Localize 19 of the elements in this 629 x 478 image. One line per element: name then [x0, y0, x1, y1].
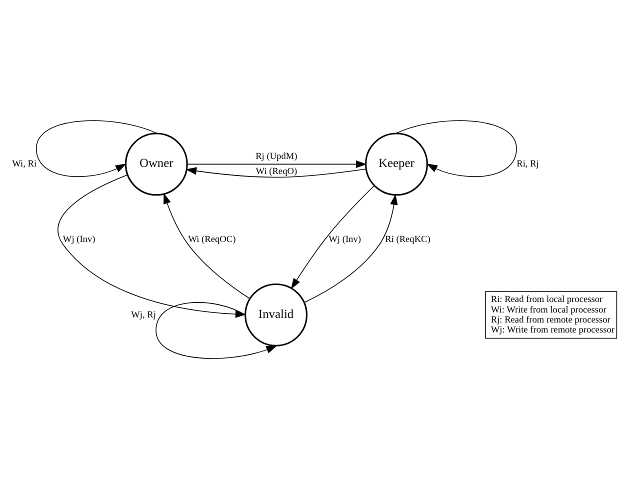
arrow	[290, 184, 375, 289]
node-circle: Invalid	[244, 282, 308, 346]
edge-label: Wj, Rj	[131, 310, 156, 320]
node-circle: Keeper	[365, 132, 428, 196]
edge-label: Rj (UpdM)	[256, 152, 298, 162]
node-box: Ri: Read from local processor Wi: Write from local processor Rj: Read from remote processor Wj: Write from remote processor	[485, 290, 618, 338]
arrow	[186, 166, 366, 178]
edge-label: Wj (Inv)	[328, 234, 361, 244]
edge-label: Ri, Rj	[516, 159, 539, 170]
arrow	[156, 302, 278, 358]
arrow	[186, 160, 367, 168]
edge-label: Wi (ReqOC)	[188, 234, 236, 244]
edge-label: Wi (ReqO)	[256, 166, 298, 176]
arrow	[164, 192, 250, 299]
edge-label: Wj (Inv)	[62, 234, 96, 244]
edge-label: Ri (ReqKC)	[385, 234, 430, 244]
node-circle: Owner	[124, 132, 188, 196]
edge-label: Wi, Ri	[12, 159, 37, 170]
arrow	[304, 193, 398, 302]
